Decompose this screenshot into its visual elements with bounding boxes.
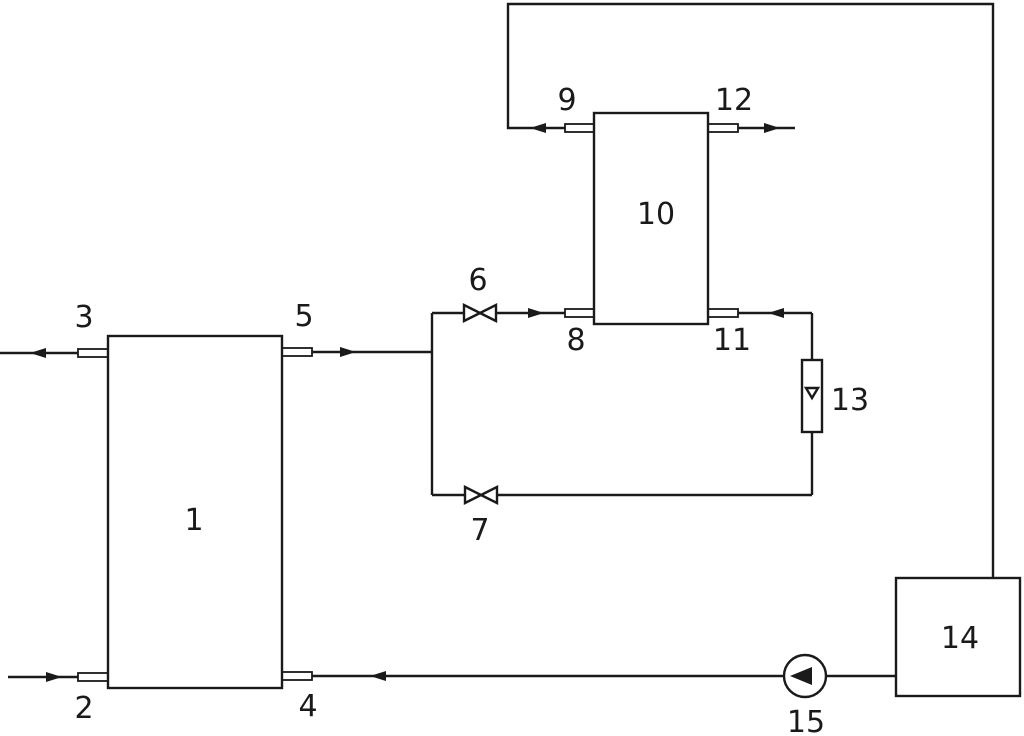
pipe-return-top: [506, 2, 995, 578]
label-component-15: 15: [787, 705, 825, 736]
label-port-3: 3: [74, 300, 93, 335]
stub-3: [77, 348, 109, 358]
flow-arrows: [30, 123, 784, 682]
stub-4: [281, 671, 313, 681]
arrow-right-2: [46, 672, 62, 682]
port-stubs: [77, 123, 739, 682]
label-port-9: 9: [557, 83, 576, 118]
stub-11: [707, 308, 739, 318]
component-10-box: [592, 111, 710, 326]
valve-7: [463, 485, 499, 505]
label-component-14: 14: [941, 621, 979, 656]
arrow-right-5: [340, 347, 356, 357]
label-port-2: 2: [74, 691, 93, 726]
arrow-left-11: [768, 308, 784, 318]
label-component-13: 13: [831, 383, 869, 418]
labels: 1 10 14 13 15 2 3 4 5 8 9 11 12 6 7: [74, 83, 979, 736]
pump-arrow-icon: [790, 667, 812, 685]
label-port-5: 5: [294, 299, 313, 334]
stub-9: [564, 123, 595, 133]
label-port-12: 12: [715, 83, 753, 118]
label-port-8: 8: [566, 323, 585, 358]
component-14-box: [894, 576, 1022, 698]
label-component-1: 1: [184, 503, 203, 538]
valve-6: [462, 303, 498, 323]
valve-7-icon: [463, 485, 499, 505]
stub-2: [77, 672, 109, 682]
flow-meter-13: [800, 358, 824, 434]
arrow-left-9: [530, 123, 546, 133]
component-1-box: [106, 334, 284, 690]
label-port-4: 4: [298, 689, 317, 724]
stub-8: [564, 308, 595, 318]
arrow-left-3: [30, 348, 46, 358]
flow-meter-float-icon: [803, 386, 821, 401]
arrow-right-8: [528, 308, 544, 318]
stub-5: [281, 347, 313, 357]
label-component-10: 10: [637, 197, 675, 232]
pump-15: [782, 653, 828, 699]
label-port-11: 11: [713, 323, 751, 358]
label-valve-6: 6: [468, 263, 487, 298]
arrow-right-12: [764, 123, 780, 133]
label-valve-7: 7: [470, 513, 489, 548]
arrow-left-4: [370, 671, 386, 681]
stub-12: [707, 123, 739, 133]
valve-6-icon: [462, 303, 498, 323]
